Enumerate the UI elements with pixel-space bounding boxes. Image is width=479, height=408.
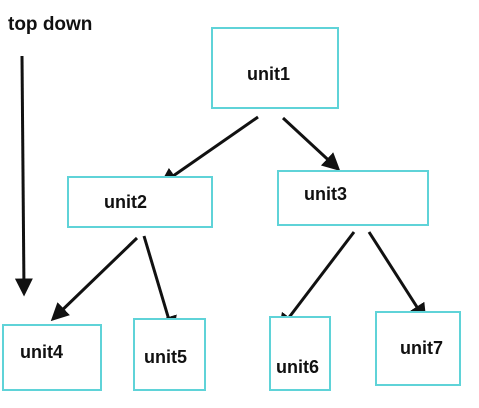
direction-label: top down [8, 14, 93, 35]
node-label-unit3: unit3 [304, 184, 347, 204]
node-label-unit7: unit7 [400, 338, 443, 358]
edge-unit3-unit7 [367, 231, 427, 322]
node-label-unit5: unit5 [144, 347, 187, 367]
node-unit5: unit5 [133, 318, 206, 391]
node-unit1: unit1 [211, 27, 339, 109]
node-label-unit1: unit1 [247, 64, 290, 84]
node-label-unit6: unit6 [276, 357, 319, 377]
node-unit2: unit2 [67, 176, 213, 228]
direction-arrow [14, 55, 33, 297]
edge-unit1-unit3 [281, 116, 341, 172]
edge-unit2-unit4 [50, 236, 139, 322]
node-unit3: unit3 [277, 170, 429, 226]
edge-unit3-unit6 [278, 231, 356, 332]
node-label-unit4: unit4 [20, 342, 63, 362]
node-label-unit2: unit2 [104, 192, 147, 212]
edge-unit1-unit2 [159, 115, 259, 186]
node-unit6: unit6 [269, 316, 331, 391]
edge-unit2-unit5 [142, 235, 177, 335]
node-unit7: unit7 [375, 311, 461, 386]
node-unit4: unit4 [2, 324, 102, 391]
